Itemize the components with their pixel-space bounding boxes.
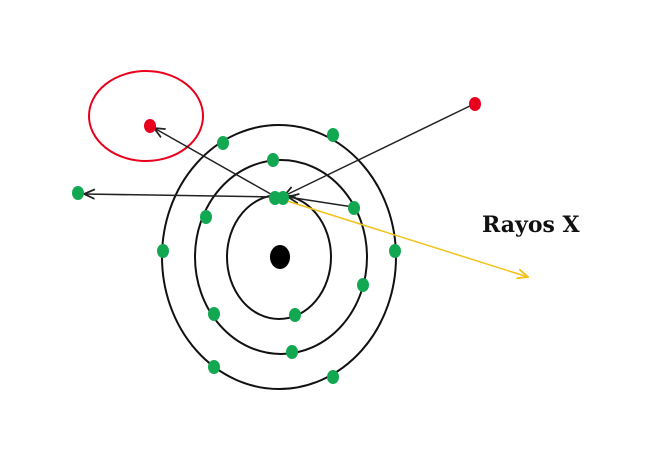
highlight-ring: [88, 70, 204, 162]
xray-arrow: [283, 199, 528, 277]
incident-particle: [469, 97, 481, 111]
ejected-electron-arrow: [84, 194, 277, 197]
electron: [289, 308, 301, 322]
electron: [348, 201, 360, 215]
nucleus: [270, 245, 290, 269]
electron: [208, 360, 220, 374]
electron: [200, 210, 212, 224]
orbit-middle: [194, 159, 368, 355]
scattered-particle: [144, 119, 156, 133]
electron: [157, 244, 169, 258]
electron: [72, 186, 84, 200]
electron-transition-arrow: [288, 197, 354, 208]
xray-label: Rayos X: [482, 212, 580, 238]
incident-arrow: [284, 103, 475, 196]
electron: [327, 370, 339, 384]
electron: [208, 307, 220, 321]
electron: [357, 278, 369, 292]
electron: [217, 136, 229, 150]
scatter-arrow-red: [154, 128, 277, 198]
electron: [389, 244, 401, 258]
electron: [286, 345, 298, 359]
electron: [277, 191, 289, 205]
electron: [327, 128, 339, 142]
electron: [267, 153, 279, 167]
electrons: [72, 128, 401, 384]
